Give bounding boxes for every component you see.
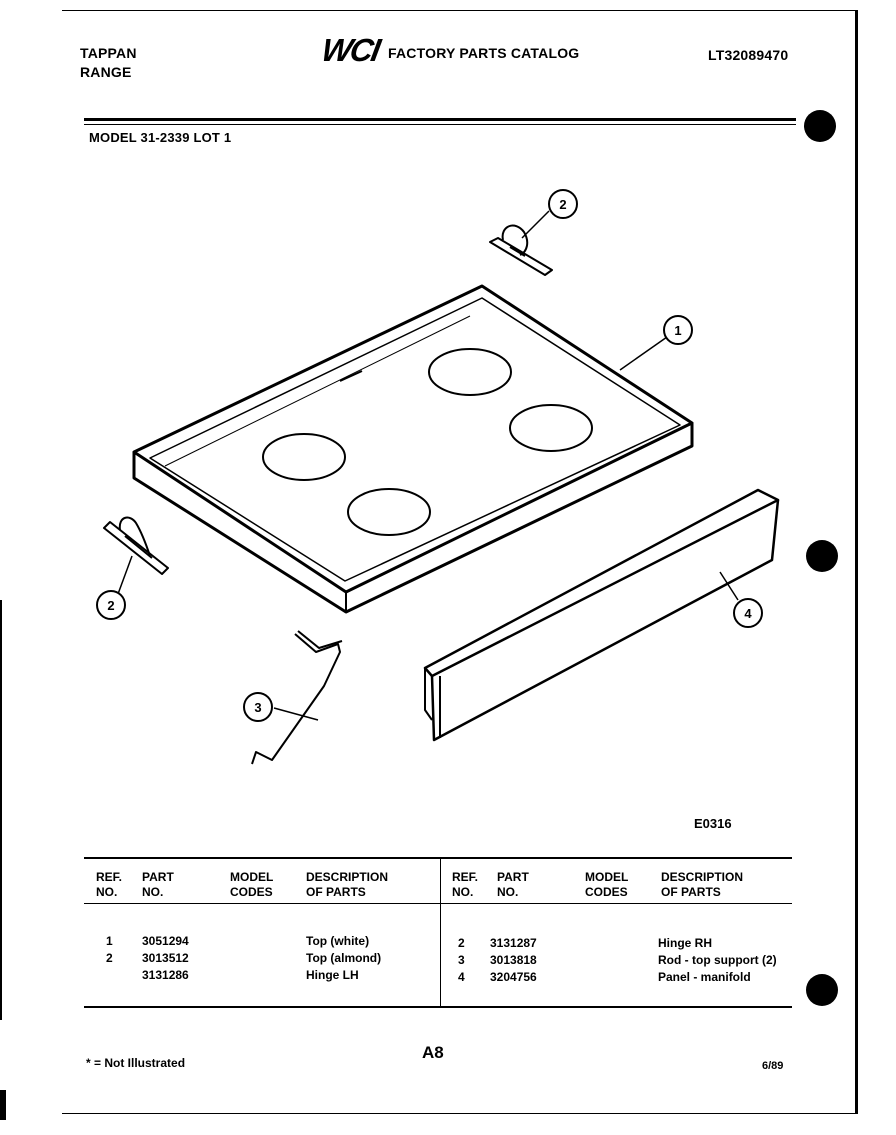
table-top-rule bbox=[84, 857, 792, 859]
callout-2-left: 2 bbox=[96, 590, 126, 620]
binder-hole-middle bbox=[806, 540, 838, 572]
callout-3: 3 bbox=[243, 692, 273, 722]
callout-4: 4 bbox=[733, 598, 763, 628]
model-number: MODEL 31-2339 LOT 1 bbox=[89, 130, 232, 145]
hinge-rh-part bbox=[489, 224, 553, 276]
callout-2-top-label: 2 bbox=[559, 197, 566, 212]
cooktop-part bbox=[132, 284, 694, 614]
brand-name: TAPPAN bbox=[80, 45, 137, 61]
table-row-left-desc: Top (white) Top (almond) Hinge LH bbox=[306, 934, 382, 982]
scan-edge-marks bbox=[0, 600, 6, 1120]
callout-1: 1 bbox=[663, 315, 693, 345]
support-rod-part bbox=[251, 630, 343, 765]
scan-edge bbox=[0, 0, 12, 1130]
table-bottom-rule bbox=[84, 1006, 792, 1008]
binder-hole-bottom bbox=[806, 974, 838, 1006]
header-ref-left: REF.NO. bbox=[96, 870, 123, 899]
table-row-right-ref: 2 3 4 bbox=[458, 936, 465, 984]
header-rule bbox=[84, 118, 796, 121]
header-rule-thin bbox=[84, 124, 796, 125]
callout-4-label: 4 bbox=[744, 606, 752, 621]
manifold-panel-part bbox=[423, 488, 780, 742]
table-row-right-desc: Hinge RH Rod - top support (2) Panel - m… bbox=[658, 936, 777, 984]
catalog-title: FACTORY PARTS CATALOG bbox=[388, 45, 580, 61]
product-type: RANGE bbox=[80, 64, 132, 80]
table-row-left-part: 3051294 3013512 3131286 bbox=[142, 934, 189, 982]
table-row-right-part: 3131287 3013818 3204756 bbox=[490, 936, 537, 984]
callout-1-label: 1 bbox=[674, 323, 681, 338]
brand-block: TAPPAN RANGE bbox=[80, 44, 137, 82]
date-code: 6/89 bbox=[762, 1060, 784, 1072]
figure-code: E0316 bbox=[694, 816, 732, 831]
binder-hole-top bbox=[804, 110, 836, 142]
table-row-left-ref: 1 2 bbox=[106, 934, 113, 965]
not-illustrated-note: * = Not Illustrated bbox=[86, 1056, 186, 1070]
callout-3-label: 3 bbox=[254, 700, 261, 715]
table-header-rule bbox=[84, 903, 792, 904]
page-number: A8 bbox=[422, 1043, 444, 1062]
header-ref-right: REF.NO. bbox=[452, 870, 479, 899]
hinge-lh-part bbox=[103, 516, 169, 575]
exploded-parts-diagram: 1 2 2 3 4 bbox=[96, 189, 780, 765]
callout-2-left-label: 2 bbox=[107, 598, 114, 613]
callout-2-top: 2 bbox=[548, 189, 578, 219]
page-frame bbox=[62, 10, 858, 1114]
catalog-number: LT32089470 bbox=[708, 47, 789, 63]
table-divider bbox=[440, 858, 441, 1008]
